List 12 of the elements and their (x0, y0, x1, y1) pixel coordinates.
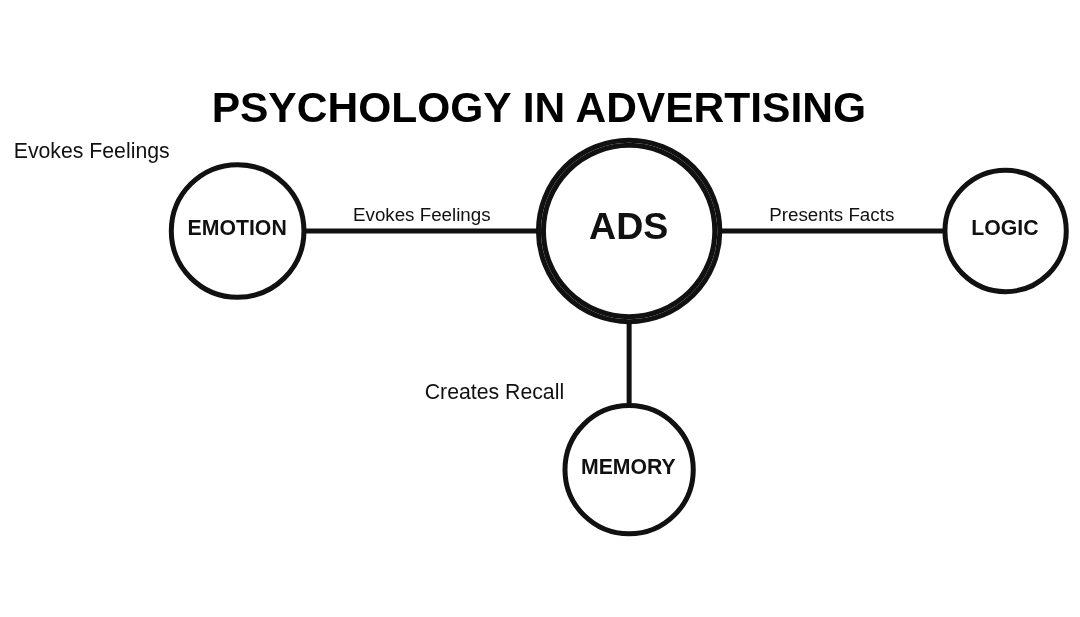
connector (304, 227, 539, 233)
node-label: Evokes Feelings (13, 138, 170, 163)
node-circle: LOGIC (942, 167, 1069, 294)
edge-label: Presents Facts (769, 203, 895, 225)
connector (720, 227, 945, 233)
node-label: Creates Recall (424, 379, 565, 404)
node-circle: EMOTION (168, 161, 307, 300)
diagram-title: PSYCHOLOGY IN ADVERTISING (211, 83, 867, 131)
node-circle: MEMORY (562, 402, 696, 536)
connector (626, 321, 632, 405)
node-circle: ADS (535, 137, 723, 324)
edge-label: Evokes Feelings (353, 203, 491, 225)
